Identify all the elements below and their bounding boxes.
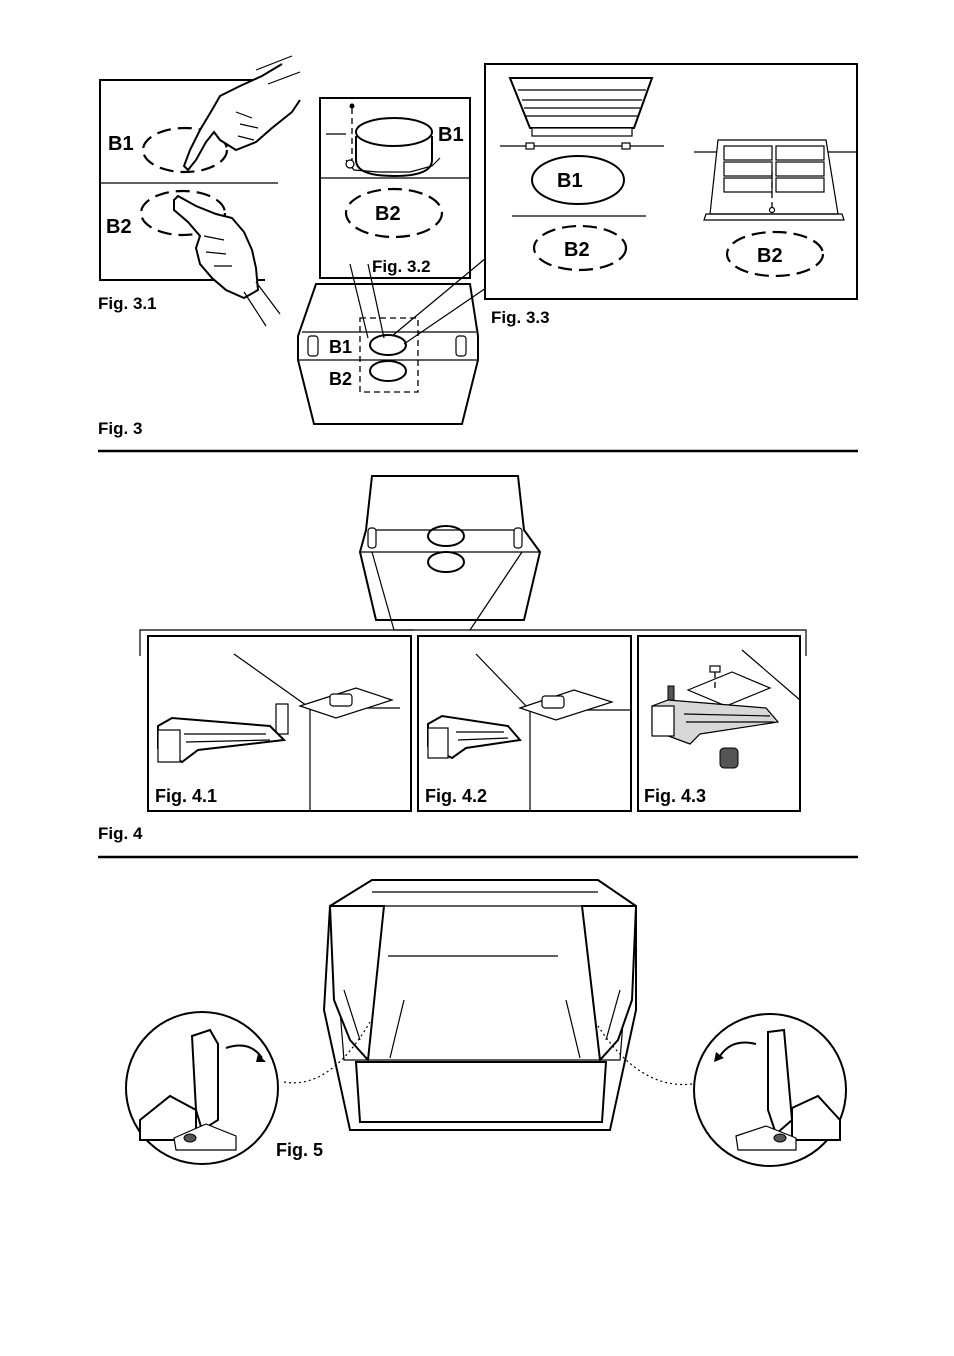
bracket-part-icon (652, 700, 778, 744)
fig-4-2-panel: Fig. 4.2 (418, 636, 631, 811)
fig-5-section: Fig. 5 (126, 880, 846, 1166)
fig-5-right-detail (598, 1014, 846, 1166)
fig-4-caption: Fig. 4 (98, 824, 143, 843)
fig-4-1-caption: Fig. 4.1 (155, 786, 217, 806)
fig-3-section: B1 B2 Fig. 3.1 (98, 56, 857, 438)
fig-4-section: Fig. 4.1 Fig. 4.2 (98, 476, 806, 843)
fig-3-3-b1-label: B1 (557, 170, 583, 192)
fig-3-3-caption: Fig. 3.3 (491, 308, 550, 327)
filter-frame-icon (694, 140, 856, 220)
fig-3-2-b2-label: B2 (375, 203, 401, 225)
fig-3-box-b1-label: B1 (329, 337, 352, 357)
fig-3-2-panel: B1 B2 Fig. 3.2 (320, 98, 470, 278)
fig-3-3-panel: B1 B2 B2 Fig. 3.3 (485, 64, 857, 327)
grille-icon (510, 78, 652, 136)
fig-3-hood-box: B1 B2 (298, 258, 486, 424)
fig-3-1-panel: B1 B2 Fig. 3.1 (98, 56, 300, 326)
bracket-part-icon (158, 718, 284, 762)
fig-3-box-b2-label: B2 (329, 369, 352, 389)
fig-3-3-b2-label-left: B2 (564, 239, 590, 261)
pointing-hand-icon (184, 56, 300, 170)
fig-3-2-caption: Fig. 3.2 (372, 257, 431, 276)
fig-3-1-caption: Fig. 3.1 (98, 294, 157, 313)
pointing-hand-icon (174, 196, 280, 326)
fig-3-2-b1-label: B1 (438, 124, 464, 146)
fig-3-1-b2-label: B2 (106, 216, 132, 238)
fig-4-2-caption: Fig. 4.2 (425, 786, 487, 806)
fig-5-open-hood (324, 880, 636, 1130)
fig-4-3-panel: Fig. 4.3 (638, 636, 800, 811)
fig-3-1-b1-label: B1 (108, 133, 134, 155)
fig-5-caption: Fig. 5 (276, 1140, 323, 1160)
fig-3-3-b2-label-right: B2 (757, 245, 783, 267)
fig-3-caption: Fig. 3 (98, 419, 142, 438)
bracket-part-icon (428, 716, 520, 758)
knob-icon (720, 748, 738, 768)
fig-4-3-caption: Fig. 4.3 (644, 786, 706, 806)
fig-4-1-panel: Fig. 4.1 (148, 636, 411, 811)
fig-4-hood-box (360, 476, 540, 630)
